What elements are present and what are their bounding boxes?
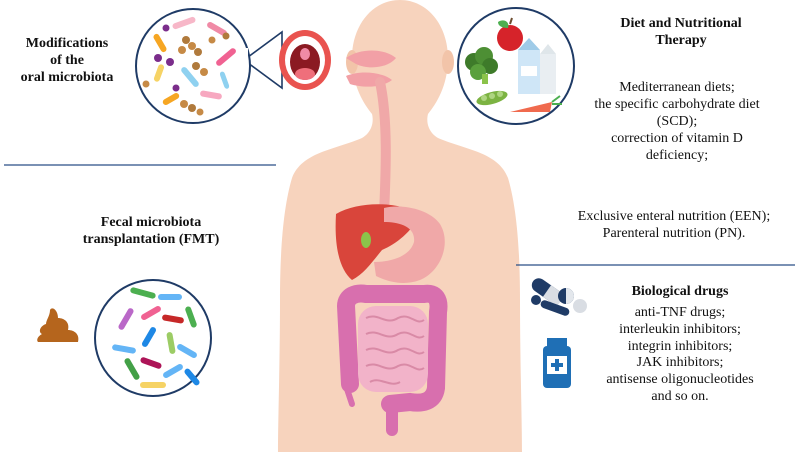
biologics-item: integrin inhibitors; [627,338,733,354]
ear-right [442,50,454,74]
diet-items-nutrition: Exclusive enteral nutrition (EEN); Paren… [552,208,796,242]
fmt-title-line-1: Fecal microbiota [100,215,202,230]
small-intestine [358,306,428,392]
biologics-item: interleukin inhibitors; [619,321,741,337]
biologics-items: anti-TNF drugs; interleukin inhibitors; … [580,305,780,406]
biologics-title: Biological drugs [631,284,729,299]
fmt-microbiota-illustration [94,279,212,397]
diet-item: Parenteral nutrition (PN). [602,226,746,242]
oral-microbiota-illustration [135,8,331,124]
diet-item: correction of vitamin D [611,131,743,147]
stool-icon [37,308,79,342]
carrot-icon [510,95,562,112]
broccoli-icon [465,47,498,84]
biologics-item: antisense oligonucleotides [606,372,754,388]
small-intestine-folds [365,315,425,385]
diet-items: Mediterranean diets; the specific carboh… [562,79,792,164]
pills-icon [531,278,587,316]
milk-carton-icon [518,38,556,94]
diet-item: Mediterranean diets; [619,80,735,95]
oral-title-line-3: oral microbiota [20,69,114,85]
oral-bacteria [142,16,236,116]
stomach [374,206,445,283]
fmt-title: Fecal microbiota transplantation (FMT) [46,215,256,249]
digestive-tract [335,50,448,436]
fmt-title-line-2: transplantation (FMT) [82,231,220,247]
medicine-bottle-icon [543,338,571,388]
peas-icon [476,90,508,106]
biologics-item: and so on. [651,388,709,404]
diet-item: the specific carbohydrate diet [594,97,760,113]
open-mouth-icon [279,30,331,90]
apple-icon [497,17,523,51]
diet-item: (SCD); [656,114,698,130]
diet-item: Exclusive enteral nutrition (EEN); [577,209,771,224]
oral-microbiota-title: Modifications of the oral microbiota [6,36,128,86]
gut-bacteria [112,287,200,388]
diet-illustration [457,7,575,125]
diet-item: deficiency; [645,148,709,164]
esophagus [375,77,391,219]
biologics-item: anti-TNF drugs; [634,305,726,320]
diet-title-line-2: Therapy [655,32,707,48]
appendix [343,383,355,407]
diet-title-line-1: Diet and Nutritional [620,16,742,31]
biologics-item: JAK inhibitors; [636,355,724,371]
diet-title: Diet and Nutritional Therapy [586,16,776,50]
nasal-cavity [346,50,396,68]
colon [336,284,448,413]
oral-title-line-1: Modifications [25,36,109,51]
gallbladder [361,232,371,248]
oral-title-line-2: of the [50,52,84,68]
